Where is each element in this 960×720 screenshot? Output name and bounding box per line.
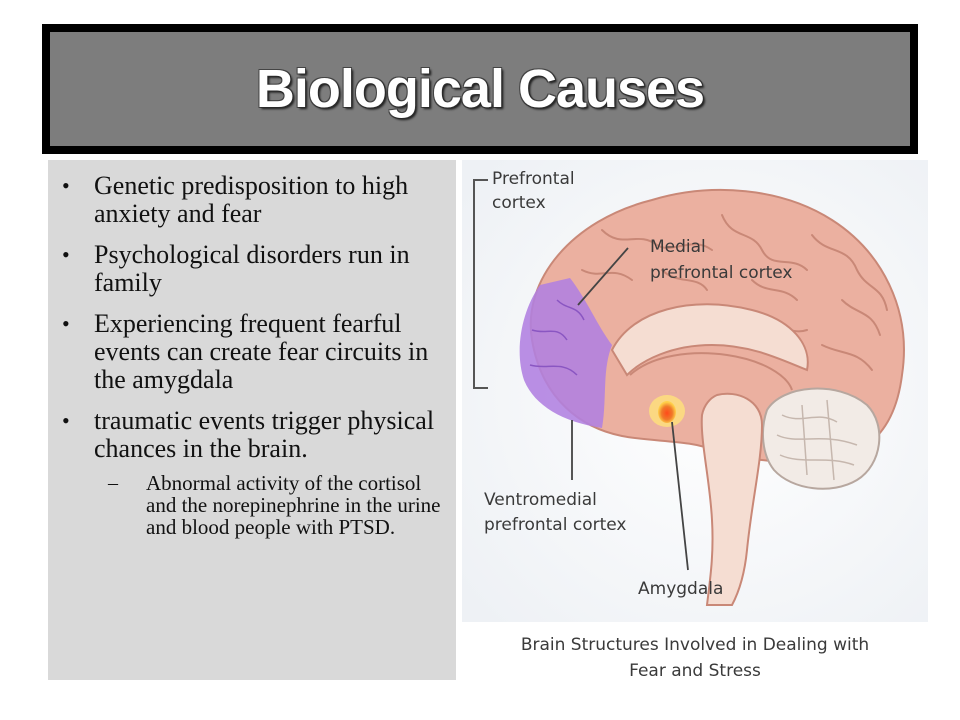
sub-bullet-dash: – xyxy=(108,472,118,494)
diagram-caption: Brain Structures Involved in Dealing wit… xyxy=(462,622,928,694)
bullet-text: Psychological disorders run in family xyxy=(94,240,410,297)
bullet-item: • traumatic events trigger physical chan… xyxy=(60,407,446,463)
label-prefrontal-line1: Prefrontal xyxy=(492,169,575,189)
label-medial-line1: Medial xyxy=(650,237,706,257)
caption-line-2: Fear and Stress xyxy=(629,661,761,681)
bullet-item: • Genetic predisposition to high anxiety… xyxy=(60,172,446,228)
title-bar: Biological Causes xyxy=(42,24,918,154)
sub-bullet-item: – Abnormal activity of the cortisol and … xyxy=(60,472,446,538)
corpus-callosum xyxy=(610,303,809,377)
cerebellum-folds xyxy=(776,399,858,481)
caption-line-1: Brain Structures Involved in Dealing wit… xyxy=(520,635,870,655)
label-ventromedial-line1: Ventromedial xyxy=(484,490,597,510)
prefrontal-highlight xyxy=(519,278,612,428)
bullet-dot: • xyxy=(62,311,70,336)
amygdala-marker xyxy=(658,401,676,423)
inner-fold xyxy=(629,352,793,391)
brain-illustration: Prefrontal cortex Medial prefrontal cort… xyxy=(462,160,928,622)
bullet-text: Experiencing frequent fearful events can… xyxy=(94,309,429,394)
title-panel: Biological Causes xyxy=(50,32,910,146)
label-ventromedial-line2: prefrontal cortex xyxy=(484,515,626,535)
brainstem xyxy=(700,392,764,606)
bullet-panel: • Genetic predisposition to high anxiety… xyxy=(48,160,456,680)
amygdala-pointer-line xyxy=(671,421,689,571)
bullet-text: traumatic events trigger physical chance… xyxy=(94,406,435,463)
medial-pointer-line xyxy=(577,247,629,306)
prefrontal-gyri xyxy=(529,299,585,376)
slide-title: Biological Causes xyxy=(255,59,705,119)
bullet-dot: • xyxy=(62,242,70,267)
label-amygdala: Amygdala xyxy=(638,579,723,599)
bullet-item: • Experiencing frequent fearful events c… xyxy=(60,310,446,394)
prefrontal-bracket xyxy=(473,179,488,389)
brain-diagram: Prefrontal cortex Medial prefrontal cort… xyxy=(462,160,928,694)
bullet-dot: • xyxy=(62,173,70,198)
bullet-text: Genetic predisposition to high anxiety a… xyxy=(94,171,409,228)
bullet-dot: • xyxy=(62,408,70,433)
bullet-item: • Psychological disorders run in family xyxy=(60,241,446,297)
label-prefrontal-line2: cortex xyxy=(492,193,546,213)
sub-bullet-text: Abnormal activity of the cortisol and th… xyxy=(146,471,441,539)
label-medial-line2: prefrontal cortex xyxy=(650,263,792,283)
